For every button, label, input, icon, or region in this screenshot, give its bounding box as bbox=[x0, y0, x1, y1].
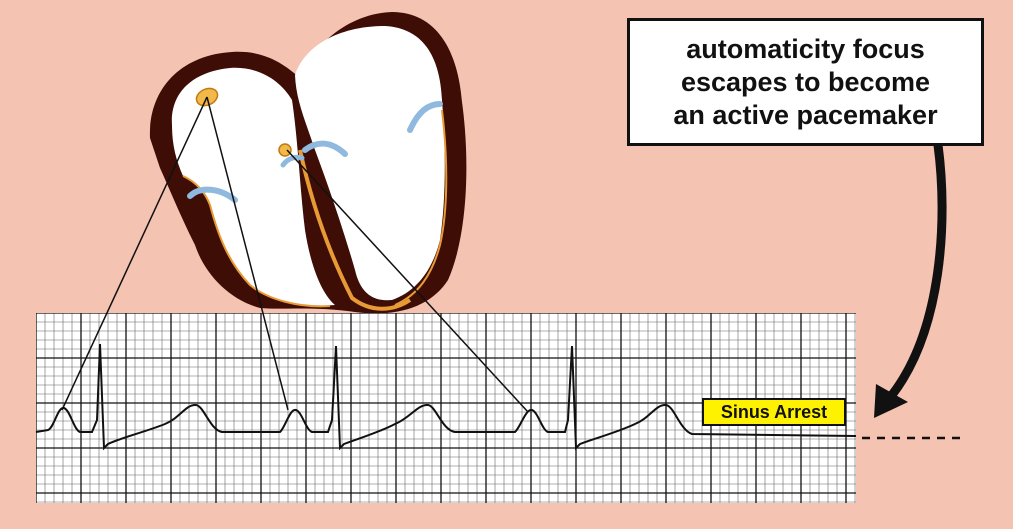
callout-box: automaticity focus escapes to become an … bbox=[627, 18, 984, 146]
curved-arrow-icon bbox=[874, 145, 942, 418]
rhythm-label-text: Sinus Arrest bbox=[721, 402, 827, 423]
heart-illustration bbox=[150, 12, 466, 313]
callout-text: automaticity focus escapes to become an … bbox=[673, 33, 937, 132]
av-node-icon bbox=[279, 144, 291, 156]
rhythm-label: Sinus Arrest bbox=[702, 398, 846, 426]
